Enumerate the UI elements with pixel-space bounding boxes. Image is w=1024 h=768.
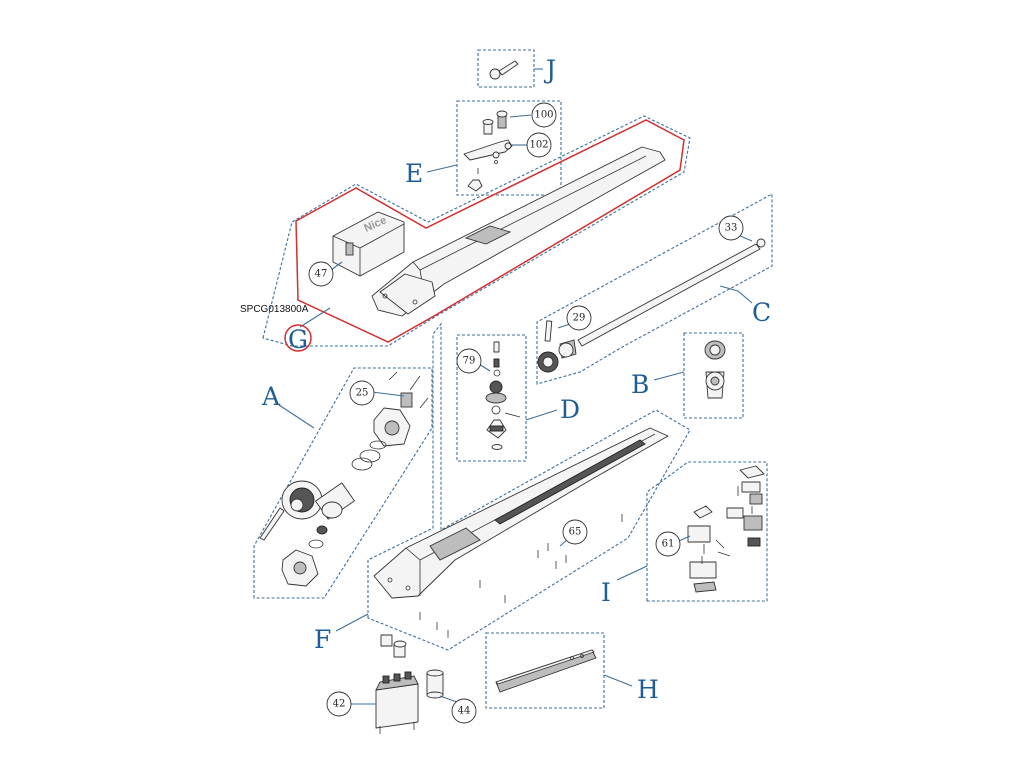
release-key-part bbox=[489, 60, 519, 80]
release-lever-parts bbox=[463, 110, 513, 192]
part-label-42-circle bbox=[326, 691, 352, 717]
group-g: Nice 47 SPCG013800A G bbox=[240, 115, 691, 354]
part-label-100: 100 bbox=[534, 110, 553, 121]
drawing-code: SPCG013800A bbox=[240, 304, 309, 315]
group-letter-g: G bbox=[288, 325, 308, 354]
group-letter-f: F bbox=[314, 625, 331, 654]
part-label-79-circle bbox=[456, 348, 482, 374]
gear-stack-part bbox=[485, 341, 521, 450]
group-letter-a: A bbox=[261, 382, 281, 411]
part-label-61-circle bbox=[655, 531, 681, 557]
part-label-29-circle bbox=[566, 305, 592, 331]
group-letter-d: D bbox=[560, 395, 580, 424]
part-label-65-circle bbox=[562, 519, 588, 545]
part-label-29: 29 bbox=[573, 313, 586, 324]
part-label-33-circle bbox=[718, 215, 744, 241]
group-g-outline bbox=[262, 115, 691, 347]
part-label-65: 65 bbox=[569, 527, 582, 538]
motor-assembly-part bbox=[259, 371, 429, 587]
group-c-outline bbox=[536, 193, 773, 385]
group-a: 25 A bbox=[253, 367, 433, 599]
group-a-outline bbox=[253, 367, 433, 599]
group-letter-c: C bbox=[752, 298, 771, 327]
group-d: 79 D bbox=[456, 334, 580, 462]
group-b-outline bbox=[683, 332, 744, 419]
part-label-100-circle bbox=[531, 102, 557, 128]
control-box-part: Nice bbox=[332, 211, 405, 277]
group-f-outline bbox=[367, 322, 691, 651]
group-j-outline bbox=[477, 49, 535, 88]
motor-cover-part bbox=[371, 146, 666, 317]
group-c: 33 29 C bbox=[536, 193, 773, 385]
group-b: B bbox=[631, 332, 744, 419]
group-h-outline bbox=[485, 632, 605, 709]
group-e: 100 102 E bbox=[405, 100, 562, 196]
group-letter-b: B bbox=[631, 370, 649, 399]
base-housing-part bbox=[373, 427, 669, 599]
part-label-25-circle bbox=[349, 380, 375, 406]
group-d-outline bbox=[456, 334, 527, 462]
group-letter-h: H bbox=[637, 675, 659, 704]
part-label-33: 33 bbox=[725, 223, 738, 234]
part-label-102-circle bbox=[526, 132, 552, 158]
part-label-47: 47 bbox=[315, 269, 328, 280]
group-e-outline bbox=[456, 100, 562, 196]
group-i-outline bbox=[646, 461, 768, 602]
fork-bracket-part bbox=[704, 340, 726, 399]
part-label-44: 44 bbox=[458, 706, 471, 717]
terminal-parts bbox=[375, 634, 419, 734]
capacitor-part bbox=[426, 669, 444, 699]
part-label-79: 79 bbox=[463, 356, 476, 367]
group-letter-j: J bbox=[543, 55, 556, 84]
part-label-102: 102 bbox=[529, 140, 548, 151]
group-i: 61 I bbox=[601, 461, 768, 607]
part-label-61: 61 bbox=[662, 539, 675, 550]
part-label-44-circle bbox=[451, 698, 477, 724]
limit-switch-parts bbox=[687, 465, 765, 593]
group-g-letter-ring bbox=[284, 324, 312, 352]
part-label-47-circle bbox=[308, 261, 334, 287]
group-j: J bbox=[477, 49, 556, 88]
group-letter-e: E bbox=[405, 159, 423, 188]
group-h: H bbox=[485, 632, 659, 709]
screw-shaft-part bbox=[537, 238, 766, 373]
group-f: 65 F bbox=[314, 322, 691, 654]
screws-part bbox=[419, 514, 623, 638]
group-g-highlight-outline bbox=[295, 119, 685, 343]
part-label-42: 42 bbox=[333, 699, 346, 710]
cover-strip-part bbox=[495, 649, 597, 693]
group-letter-i: I bbox=[601, 578, 611, 607]
part-label-25: 25 bbox=[356, 388, 369, 399]
